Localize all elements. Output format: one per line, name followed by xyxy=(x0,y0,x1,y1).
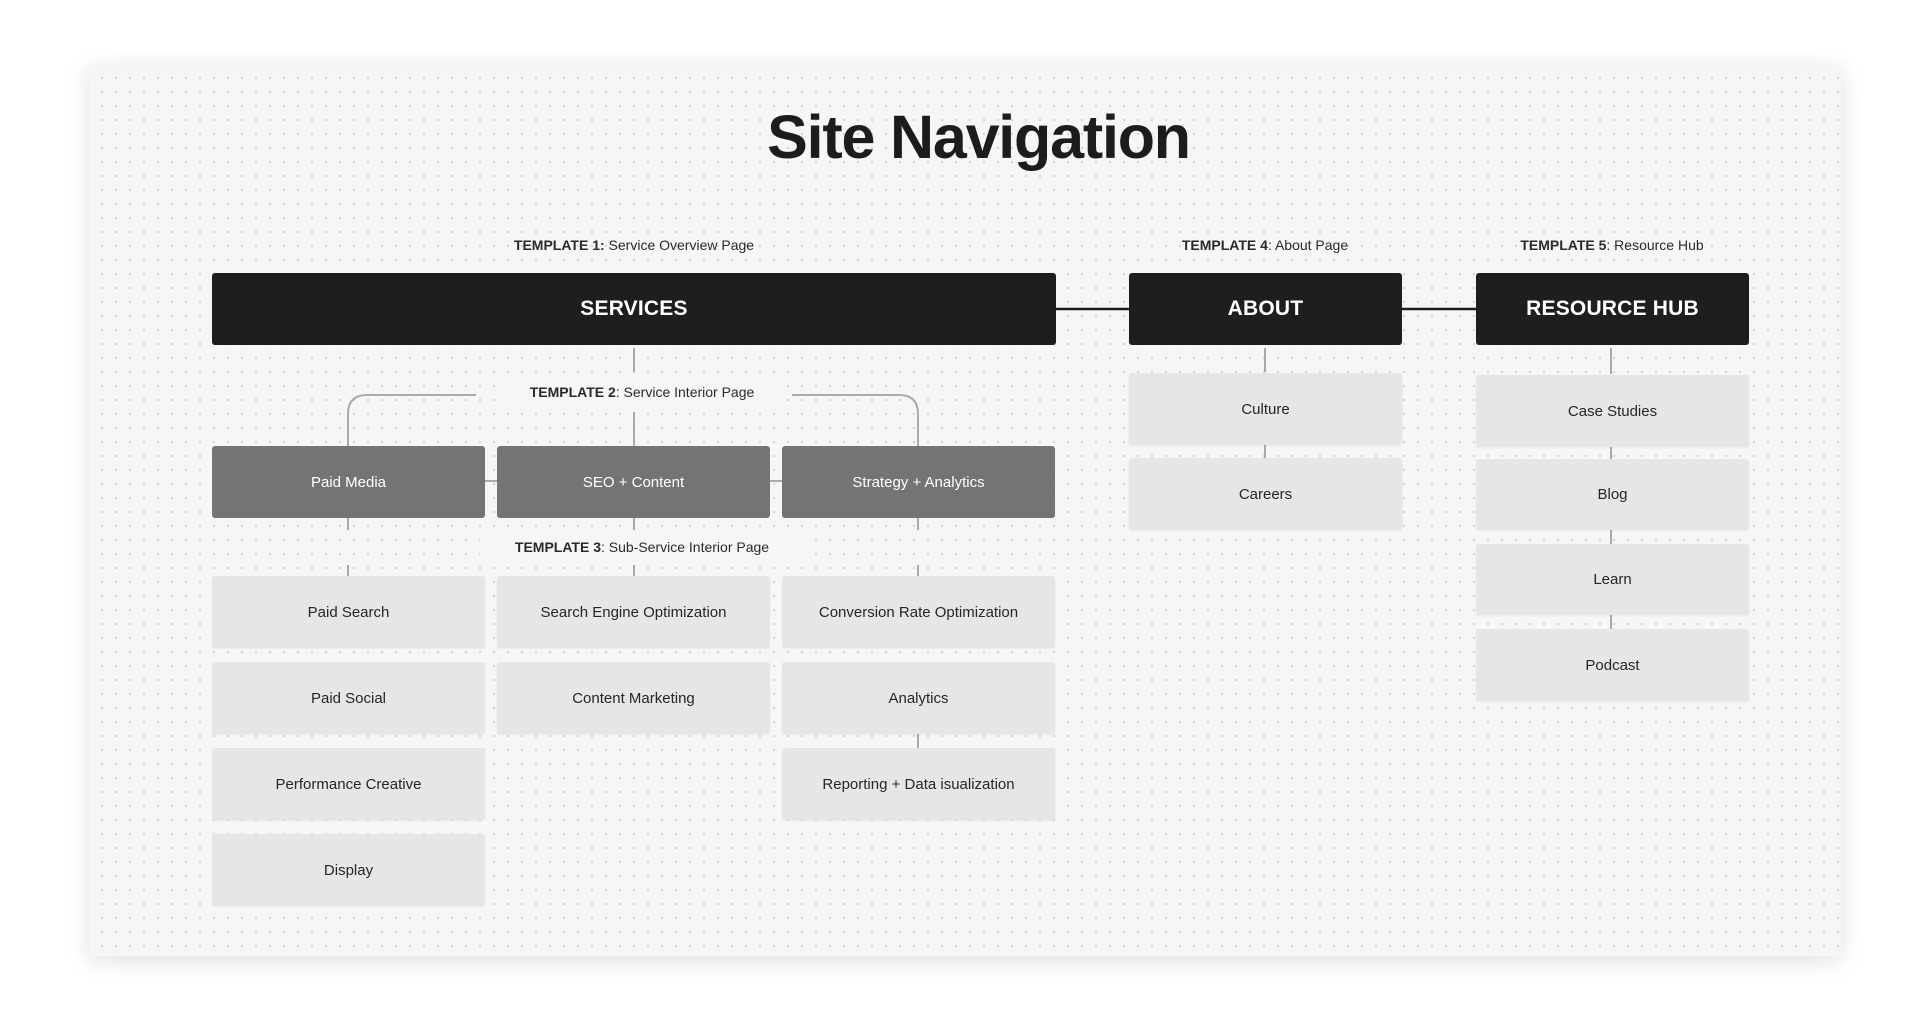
template-4-label-text: : About Page xyxy=(1267,237,1349,253)
template-2-label-text: : Service Interior Page xyxy=(615,384,755,400)
hub-blog-node[interactable]: Blog xyxy=(1476,459,1749,530)
about-careers-node[interactable]: Careers xyxy=(1129,458,1402,530)
service-strategy-analytics-node[interactable]: Strategy + Analytics xyxy=(782,446,1055,518)
resource-hub-node[interactable]: RESOURCE HUB xyxy=(1476,273,1749,345)
subservice-performance-creative-node[interactable]: Performance Creative xyxy=(212,748,485,820)
template-2-label: TEMPLATE 2: Service Interior Page xyxy=(500,382,784,402)
subservice-paid-social-node[interactable]: Paid Social xyxy=(212,662,485,734)
subservice-display-node[interactable]: Display xyxy=(212,834,485,906)
template-2-label-bold: TEMPLATE 2 xyxy=(529,384,616,400)
template-4-label: TEMPLATE 4: About Page xyxy=(1129,235,1401,255)
connector-bracket-left xyxy=(347,394,476,446)
template-5-label: TEMPLATE 5: Resource Hub xyxy=(1476,235,1748,255)
template-5-label-bold: TEMPLATE 5 xyxy=(1520,237,1607,253)
subservice-analytics-node[interactable]: Analytics xyxy=(782,662,1055,734)
template-4-label-bold: TEMPLATE 4 xyxy=(1181,237,1268,253)
template-3-label-text: : Sub-Service Interior Page xyxy=(600,539,770,555)
hub-learn-node[interactable]: Learn xyxy=(1476,544,1749,615)
template-1-label-text: Service Overview Page xyxy=(604,237,755,253)
service-seo-content-node[interactable]: SEO + Content xyxy=(497,446,770,518)
template-1-label-bold: TEMPLATE 1: xyxy=(513,237,605,253)
subservice-paid-search-node[interactable]: Paid Search xyxy=(212,576,485,648)
subservice-reporting-node[interactable]: Reporting + Data isualization xyxy=(782,748,1055,820)
template-5-label-text: : Resource Hub xyxy=(1606,237,1704,253)
subservice-seo-node[interactable]: Search Engine Optimization xyxy=(497,576,770,648)
page-title: Site Navigation xyxy=(767,103,1191,171)
subservice-content-marketing-node[interactable]: Content Marketing xyxy=(497,662,770,734)
subservice-cro-node[interactable]: Conversion Rate Optimization xyxy=(782,576,1055,648)
about-node[interactable]: ABOUT xyxy=(1129,273,1402,345)
hub-case-studies-node[interactable]: Case Studies xyxy=(1476,375,1749,447)
connector-bracket-right xyxy=(792,394,919,446)
template-1-label: TEMPLATE 1: Service Overview Page xyxy=(474,235,794,255)
template-3-label-bold: TEMPLATE 3 xyxy=(514,539,601,555)
service-paid-media-node[interactable]: Paid Media xyxy=(212,446,485,518)
about-culture-node[interactable]: Culture xyxy=(1129,373,1402,445)
hub-podcast-node[interactable]: Podcast xyxy=(1476,629,1749,701)
services-node[interactable]: SERVICES xyxy=(212,273,1056,345)
template-3-label: TEMPLATE 3: Sub-Service Interior Page xyxy=(480,537,804,557)
